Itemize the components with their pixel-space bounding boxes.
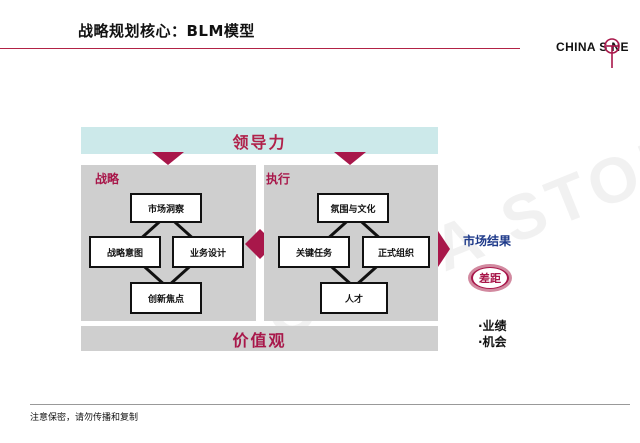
values-band: 价值观	[81, 326, 438, 351]
node-climate-culture: 氛围与文化	[317, 193, 389, 223]
confidentiality-note: 注意保密，请勿传播和复制	[30, 413, 139, 423]
gap-badge: 差距	[468, 264, 512, 292]
node-formal-organization: 正式组织	[362, 236, 430, 268]
result-item-opportunity: ·机会	[478, 335, 507, 349]
node-market-insight: 市场洞察	[130, 193, 202, 223]
market-results-label: 市场结果	[463, 234, 512, 248]
node-strategic-intent: 战略意图	[89, 236, 161, 268]
leadership-band: 领导力	[81, 127, 438, 154]
results-arrow	[438, 231, 450, 267]
node-talent: 人才	[320, 282, 388, 314]
company-logo: CHINA S NE	[556, 40, 629, 54]
result-item-performance: ·业绩	[478, 319, 507, 333]
footer-divider	[30, 404, 630, 405]
node-innovation-focus: 创新焦点	[130, 282, 202, 314]
leadership-arrow-strategy	[152, 152, 184, 165]
strategy-panel: 战略 市场洞察 战略意图 业务设计 创新焦点	[81, 165, 256, 321]
leadership-arrow-execution	[334, 152, 366, 165]
node-business-design: 业务设计	[172, 236, 244, 268]
page-title: 战略规划核心：BLM模型	[78, 22, 255, 40]
gap-label: 差距	[473, 268, 507, 288]
result-list: ·业绩 ·机会	[478, 318, 507, 350]
execution-panel: 执行 氛围与文化 关键任务 正式组织 人才	[264, 165, 438, 321]
node-critical-tasks: 关键任务	[278, 236, 350, 268]
header-divider	[0, 48, 520, 49]
strategy-label: 战略	[95, 172, 120, 186]
execution-label: 执行	[266, 172, 291, 186]
logo-stone-mark	[604, 38, 620, 68]
